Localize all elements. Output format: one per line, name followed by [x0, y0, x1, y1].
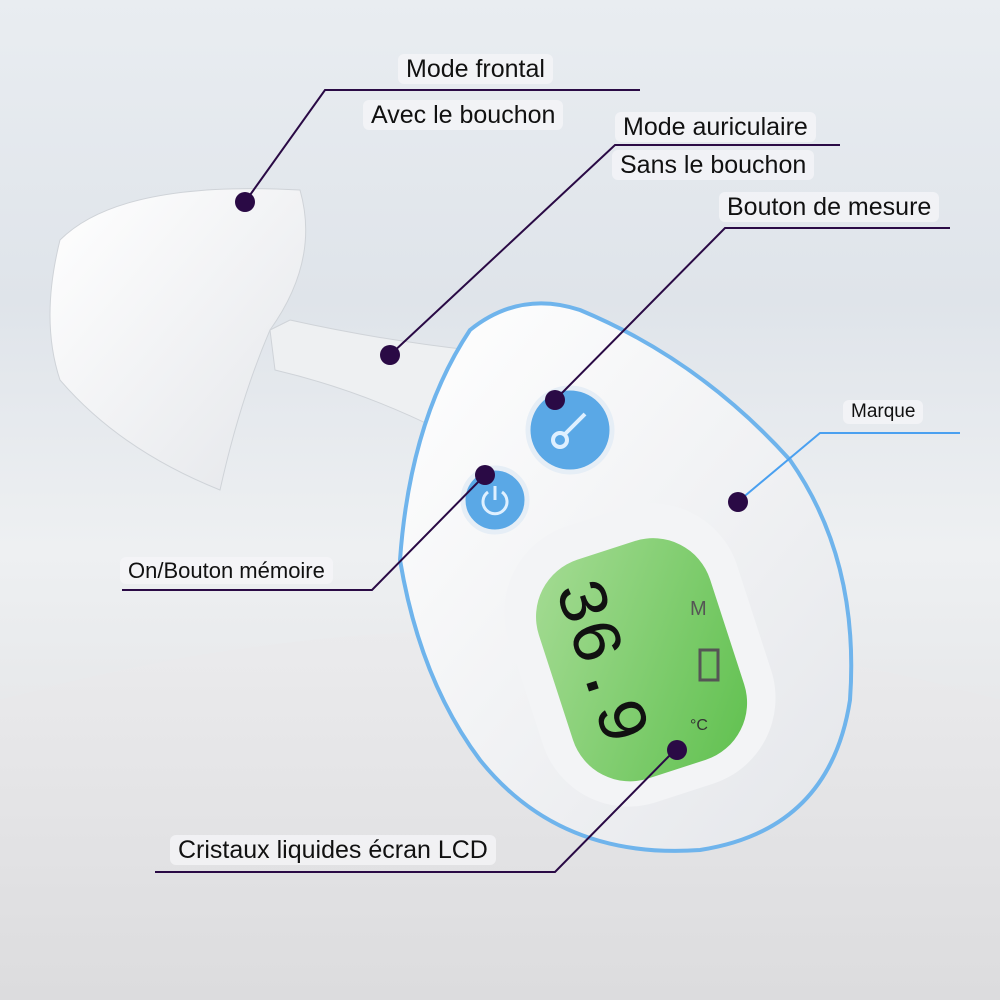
lcd-unit: °C	[690, 717, 708, 734]
callout-line-lcd	[155, 749, 676, 873]
label-frontal-mode: Mode frontal	[398, 54, 553, 84]
label-measure-button: Bouton de mesure	[719, 192, 940, 222]
callout-line-measure	[554, 227, 950, 401]
lcd-screen	[536, 538, 748, 782]
label-without-cap: Sans le bouchon	[612, 150, 815, 180]
callout-dot	[380, 345, 400, 365]
callout-line-ear	[389, 144, 840, 356]
thermometer-icon	[551, 412, 587, 449]
callout-dot	[667, 740, 687, 760]
callout-dot	[235, 192, 255, 212]
callout-dot	[728, 492, 748, 512]
power-icon	[481, 486, 509, 516]
callout-dot	[475, 465, 495, 485]
callout-dot	[545, 390, 565, 410]
label-brand: Marque	[843, 400, 924, 424]
label-ear-mode: Mode auriculaire	[615, 112, 816, 142]
battery-icon	[698, 648, 720, 682]
label-on-memory-button: On/Bouton mémoire	[120, 557, 333, 584]
label-lcd-screen: Cristaux liquides écran LCD	[170, 835, 496, 865]
label-with-cap: Avec le bouchon	[363, 100, 564, 130]
lcd-mode: M	[690, 598, 707, 620]
callout-line-frontal	[244, 89, 640, 203]
callout-line-brand	[739, 432, 960, 501]
callout-line-memory	[122, 474, 486, 591]
probe-cap	[49, 188, 307, 491]
